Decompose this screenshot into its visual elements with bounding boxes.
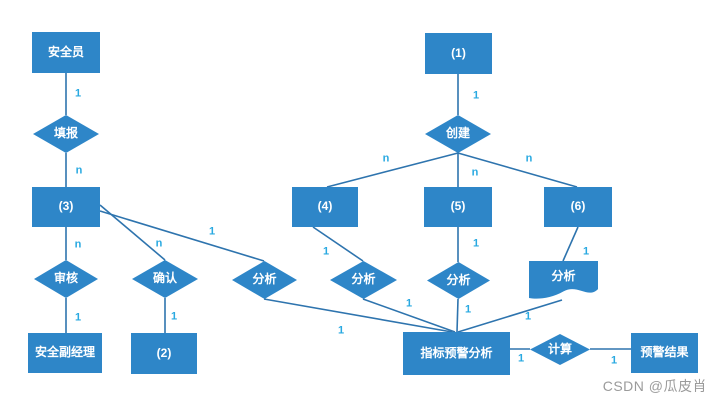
shape-label-entity-5: (5) [450,199,466,214]
cardinality-label: 1 [472,237,480,250]
shape-label-safety-officer: 安全员 [47,44,84,59]
shape-label-relation-review: 审核 [53,271,78,286]
connector-line [457,299,563,333]
cardinality-label: 1 [517,352,525,365]
shape-safety-officer: 安全员 [32,32,100,73]
shape-label-entity-1: (1) [451,45,466,60]
connector-line [326,152,459,188]
cardinality-label: 1 [170,310,178,323]
cardinality-label: 1 [208,225,216,238]
connector-line [263,298,453,333]
connector-line [362,298,456,333]
shape-label-relation-report: 填报 [53,126,78,141]
connector-line [562,226,579,262]
cardinality-label: 1 [582,245,590,258]
connector-line [456,298,459,333]
cardinality-label: 1 [524,310,532,323]
shape-label-relation-analyze-2: 分析 [351,272,376,287]
shape-warning-result: 预警结果 [631,333,698,373]
cardinality-label: n [525,152,533,165]
shape-label-relation-confirm: 确认 [152,271,177,286]
shape-entity-4: (4) [292,187,358,227]
cardinality-label: 1 [472,89,480,102]
cardinality-label: 1 [337,324,345,337]
cardinality-label: n [75,164,83,177]
shape-entity-6: (6) [544,187,612,227]
shape-label-entity-3: (3) [58,199,74,214]
cardinality-label: 1 [610,354,618,367]
connector-line [312,226,364,262]
cardinality-label: 1 [464,303,472,316]
cardinality-label: n [471,166,479,179]
shape-label-relation-analyze-3: 分析 [446,272,471,287]
cardinality-label: n [382,152,390,165]
shape-deputy-safety-manager: 安全副经理 [28,333,102,373]
cardinality-label: n [155,237,163,250]
shape-label-relation-analyze-1: 分析 [252,272,277,287]
shape-entity-5: (5) [424,187,492,227]
shape-indicator-warning-analysis: 指标预警分析 [403,332,510,375]
shape-label-entity-6: (6) [570,199,586,214]
shape-relation-analyze-4: 分析 [529,261,598,300]
shape-label-indicator-warning-analysis: 指标预警分析 [420,345,493,360]
shape-entity-3: (3) [32,187,100,227]
cardinality-label: 1 [405,297,413,310]
shape-entity-1: (1) [425,33,492,74]
cardinality-label: 1 [322,245,330,258]
shape-entity-2: (2) [131,333,197,374]
watermark: CSDN @瓜皮肖 [602,378,707,394]
shape-label-relation-analyze-4: 分析 [551,269,576,284]
shape-label-relation-calculate: 计算 [547,341,572,356]
shape-label-deputy-safety-manager: 安全副经理 [34,345,95,360]
connector-line [99,210,265,262]
shape-label-relation-create: 创建 [445,126,470,141]
shape-label-entity-4: (4) [317,199,333,214]
connector-line [457,152,578,188]
document-shape [529,261,598,299]
cardinality-label: 1 [74,87,82,100]
cardinality-label: 1 [74,311,82,324]
shape-label-entity-2: (2) [156,345,172,360]
cardinality-label: n [74,238,82,251]
shape-label-warning-result: 预警结果 [640,345,689,360]
